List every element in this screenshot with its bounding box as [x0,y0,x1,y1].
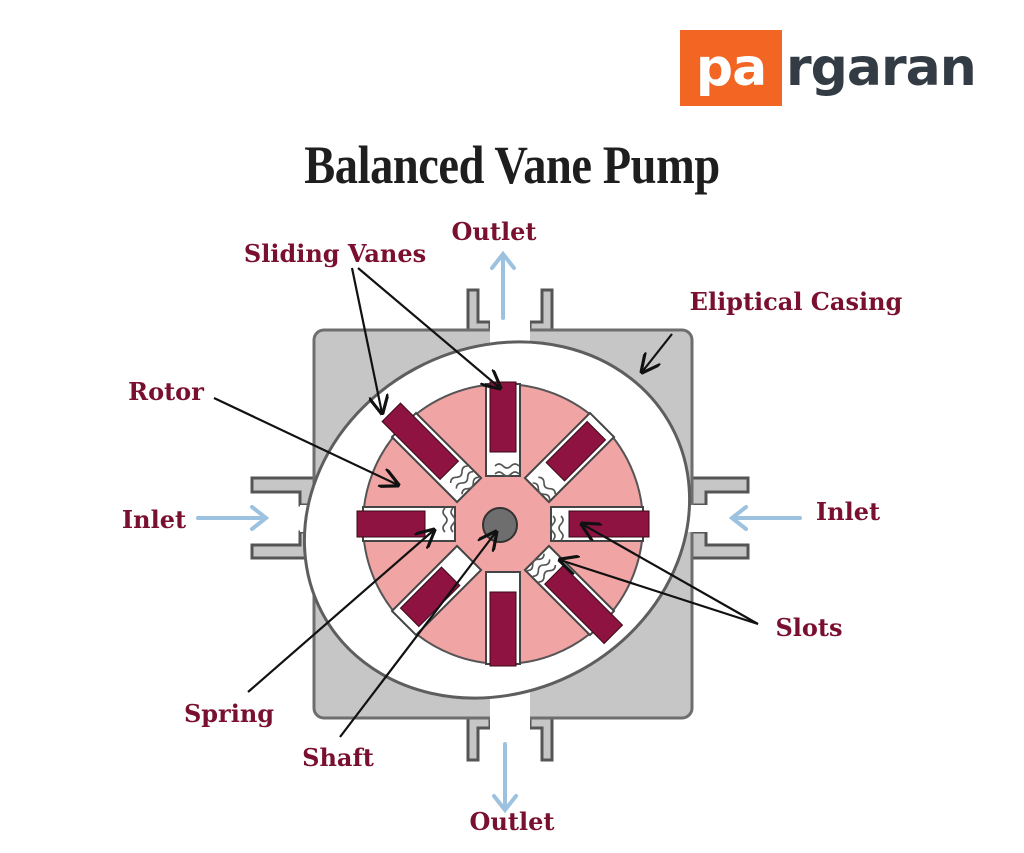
spring-label: Spring [184,699,274,728]
vane [356,510,426,538]
vane [544,565,624,645]
sliding-vanes-label: Sliding Vanes [244,239,426,268]
diagram-title: Balanced Vane Pump [304,135,720,195]
logo-boxed-text: pa [680,30,782,106]
inlet-left-arrow [196,505,270,531]
casing-label: Eliptical Casing [690,287,903,316]
vane [568,510,650,538]
shaft [482,507,518,543]
brand-logo: pa rgaran [680,30,977,106]
vane [381,402,460,481]
leader-lines [213,267,759,738]
rotor-label: Rotor [128,377,204,406]
springs [442,463,564,583]
sliding-vanes [356,381,650,667]
slots-label: Slots [775,613,842,642]
inlet-right-label: Inlet [816,497,880,526]
logo-text: rgaran [786,38,977,98]
outlet-bottom-label: Outlet [470,807,555,836]
flow-arrows [196,250,802,814]
inlet-left-label: Inlet [122,505,186,534]
vane [545,420,607,482]
outlet-top-arrow [490,250,516,320]
outlet-bottom-arrow [492,742,518,814]
outlet-top-label: Outlet [452,217,537,246]
vane [489,591,517,667]
shaft-label: Shaft [302,743,374,772]
inlet-right-arrow [728,505,802,531]
vane [489,381,517,453]
